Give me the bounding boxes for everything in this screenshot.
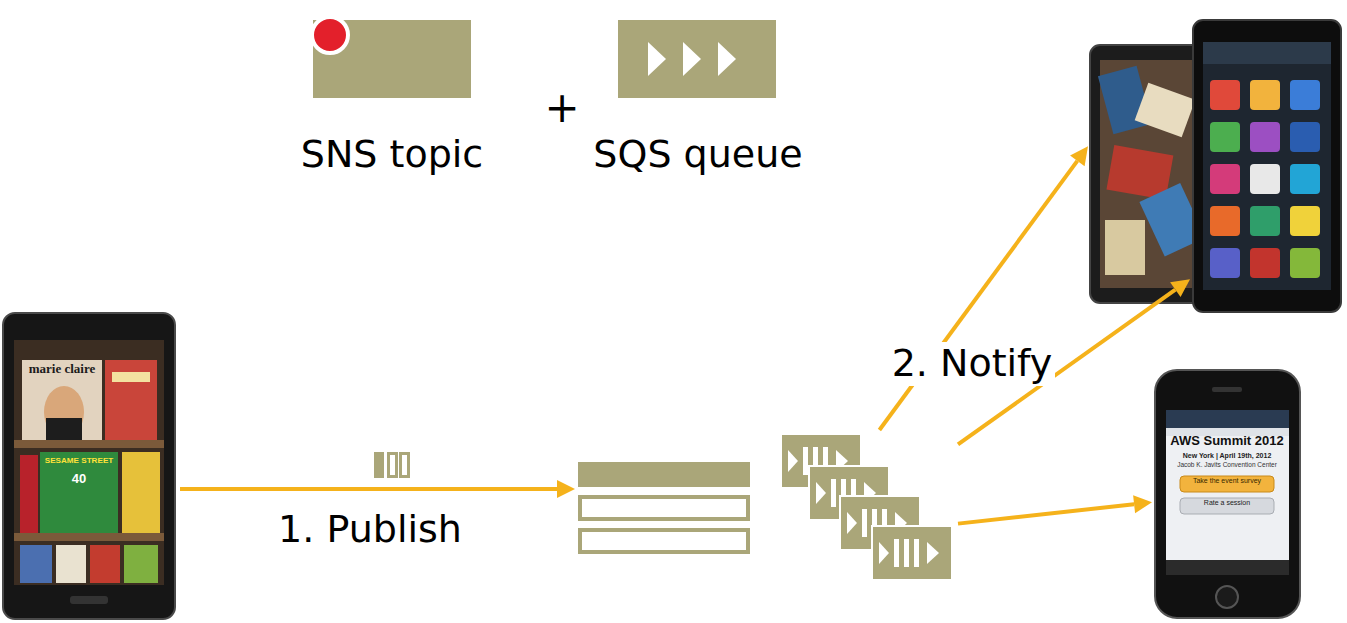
arrow-head — [1070, 146, 1088, 166]
arrow-head — [557, 480, 575, 498]
sqs-queue: SQS queue — [590, 15, 807, 195]
phone: AWS Summit 2012New York | April 19th, 20… — [1152, 368, 1302, 620]
queue-messages — [778, 430, 958, 583]
node-label: SQS queue — [593, 133, 802, 177]
arrow-connector — [180, 480, 575, 498]
phone — [1155, 370, 1300, 618]
magazine-title: marie claire — [29, 362, 96, 377]
tablet-right — [1190, 18, 1343, 314]
button-label: Take the event survey — [1193, 477, 1261, 485]
screen-text: New York | April 19th, 2012 — [1183, 452, 1272, 460]
kindle-device: marie claireSESAME STREET 40 — [0, 310, 180, 622]
topic-stack — [578, 462, 750, 552]
magazine-number: 40 — [72, 472, 86, 487]
sns-topic: SNS topic — [290, 15, 495, 195]
sqs-queue-icon — [618, 20, 776, 98]
edge-label: 2. Notify — [889, 342, 1056, 386]
arrow-line — [958, 504, 1134, 523]
tablet-left — [1090, 45, 1240, 303]
arrow-line — [180, 487, 557, 491]
button-label: Rate a session — [1204, 499, 1250, 507]
screen-text: Jacob K. Javits Convention Center — [1177, 461, 1277, 468]
queue-messages — [781, 434, 952, 580]
edge-label: 1. Publish — [278, 508, 462, 552]
message-icon — [374, 452, 409, 478]
arrow-connector — [879, 146, 1088, 430]
topic-stack — [575, 455, 755, 558]
arrow-head — [1170, 279, 1190, 297]
node-label: SNS topic — [301, 133, 483, 177]
screen-heading: AWS Summit 2012 — [1170, 434, 1283, 449]
arrow-connector — [958, 495, 1152, 523]
arrow-head — [1133, 495, 1152, 513]
tablet-left — [1088, 40, 1193, 305]
arrow-line — [879, 161, 1077, 430]
magazine-title: SESAME STREET — [42, 456, 117, 465]
tablet-right — [1193, 20, 1341, 312]
kindle-device — [3, 313, 175, 619]
sns-topic-icon — [312, 17, 471, 98]
plus-sign: + — [544, 84, 579, 132]
